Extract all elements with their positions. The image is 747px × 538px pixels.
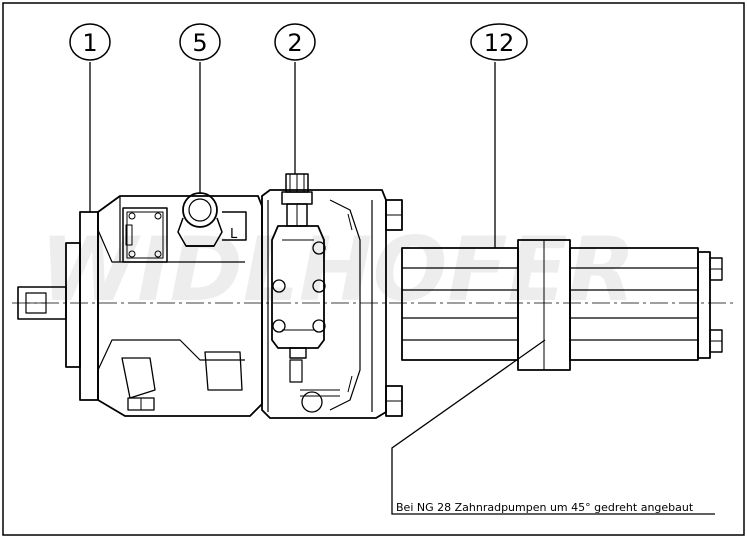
balloon-12: 12 [470,23,528,61]
mounting-note: Bei NG 28 Zahnradpumpen um 45° gedreht a… [396,501,694,514]
balloon-2: 2 [274,23,316,61]
balloon-12-label: 12 [484,29,515,57]
balloon-2-label: 2 [287,29,302,57]
balloon-5-label: 5 [192,29,207,57]
gear-pump [401,239,723,371]
control-valve [271,173,326,359]
pump-assembly [17,173,723,419]
drive-shaft [17,286,67,320]
watermark: WIDLHOFER [40,218,635,321]
mounting-bolts [385,199,403,417]
balloon-1: 1 [69,23,111,61]
balloon-5: 5 [179,23,221,61]
balloon-1-label: 1 [82,29,97,57]
leader-lines [89,62,715,515]
port-label: L [230,227,238,242]
housing-cover-plate [122,207,168,263]
